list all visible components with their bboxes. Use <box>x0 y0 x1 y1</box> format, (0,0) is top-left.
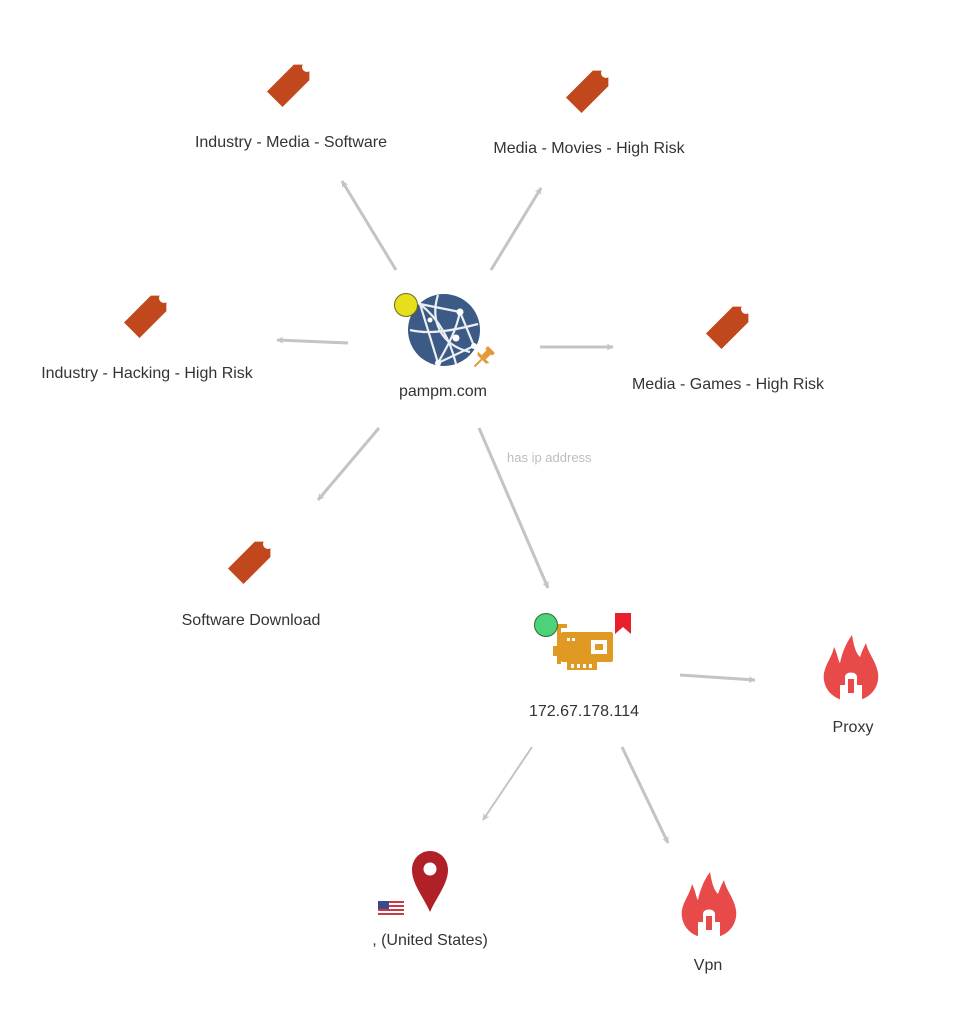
node-label: Media - Movies - High Risk <box>493 140 685 157</box>
us-flag-icon <box>378 901 404 917</box>
node-label: Software Download <box>181 612 321 629</box>
node-label: Proxy <box>832 719 874 736</box>
globe-network-icon <box>408 294 480 366</box>
node-label: Media - Games - High Risk <box>631 376 825 393</box>
edge-ip-to-vpn[interactable] <box>620 746 670 844</box>
tag-icon <box>565 68 611 114</box>
edge-label-has-ip-address: has ip address <box>507 450 592 465</box>
edge-domain-to-industry-hacking[interactable] <box>276 336 349 345</box>
network-card-icon <box>553 624 613 670</box>
node-label: Industry - Hacking - High Risk <box>41 365 253 382</box>
edge-ip-to-location[interactable] <box>482 746 533 821</box>
pin-icon[interactable] <box>469 344 497 372</box>
firewall-icon <box>681 872 737 938</box>
tag-icon <box>123 293 169 339</box>
edge-domain-to-media-movies[interactable] <box>489 187 543 271</box>
node-label: , (United States) <box>372 932 488 949</box>
firewall-icon <box>823 635 879 701</box>
edge-domain-to-industry-media-software[interactable] <box>340 180 398 271</box>
green-status-dot-icon <box>534 613 558 637</box>
edge-domain-to-ip[interactable] <box>477 427 550 589</box>
bookmark-icon[interactable] <box>613 612 633 636</box>
edge-ip-to-proxy[interactable] <box>679 673 756 684</box>
map-pin-icon <box>412 851 448 912</box>
tag-icon <box>266 62 312 108</box>
node-label: Industry - Media - Software <box>194 134 388 151</box>
edge-domain-to-software-download[interactable] <box>316 427 381 501</box>
tag-icon <box>227 539 273 585</box>
node-label: pampm.com <box>398 383 488 400</box>
yellow-status-dot-icon <box>394 293 418 317</box>
node-label: 172.67.178.114 <box>528 703 640 720</box>
tag-icon <box>705 304 751 350</box>
node-label: Vpn <box>693 957 723 974</box>
